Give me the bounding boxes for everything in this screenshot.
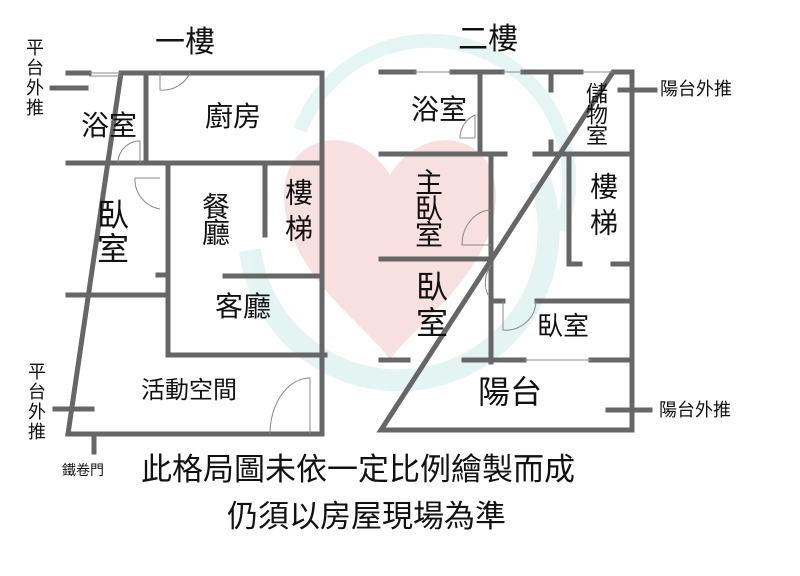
- floor1-platform-top-label: 平台外推: [23, 38, 44, 118]
- floor1-dining-label: 餐廳: [198, 192, 231, 244]
- scale-disclaimer-line2: 仍須以房屋現場為準: [227, 499, 506, 535]
- floor2-stairs-label: 樓梯: [586, 172, 619, 244]
- floor1-bedroom-label: 臥室: [92, 198, 130, 266]
- floor2-walls: [376, 69, 658, 433]
- floor2-bedroom-label: 臥室: [411, 270, 449, 342]
- shutter-door-label: 鐵卷門: [62, 463, 104, 479]
- floor1-living-label: 客廳: [215, 290, 272, 323]
- scale-disclaimer-line1: 此格局圖未依一定比例繪製而成: [141, 452, 575, 488]
- activity-door: [269, 377, 311, 435]
- floor1-stairs-label: 樓梯: [281, 178, 314, 250]
- bedroom3-door: [502, 300, 537, 331]
- bath1-door: [117, 140, 141, 164]
- bath2-door: [459, 114, 476, 139]
- doors-windows: [89, 71, 613, 435]
- floor1-activity-label: 活動空間: [141, 376, 237, 404]
- floor2-balcony-extension-top: 陽台外推: [660, 79, 732, 100]
- floor1-kitchen-label: 廚房: [205, 100, 262, 133]
- floor2-master-label: 主臥室: [411, 168, 444, 246]
- bedroom2-door: [484, 264, 492, 296]
- floor2-small-bedroom-label: 臥室: [537, 312, 590, 342]
- floor2-balcony-label: 陽台: [478, 373, 543, 411]
- kitchen-door: [159, 72, 191, 91]
- floor1-walls: [49, 70, 328, 455]
- floor1-bath-label: 浴室: [81, 109, 138, 142]
- bedroom1-door: [134, 177, 161, 210]
- floor2-balcony-extension-bottom: 陽台外推: [659, 400, 731, 421]
- floor2-bath-label: 浴室: [411, 93, 468, 126]
- master-door: [461, 209, 492, 246]
- floor2-title: 二樓: [458, 22, 518, 57]
- floor2-storage-label: 儲物室: [582, 82, 607, 145]
- floor1-title: 一樓: [155, 25, 215, 60]
- floor1-platform-bottom-label: 平台外推: [25, 362, 46, 442]
